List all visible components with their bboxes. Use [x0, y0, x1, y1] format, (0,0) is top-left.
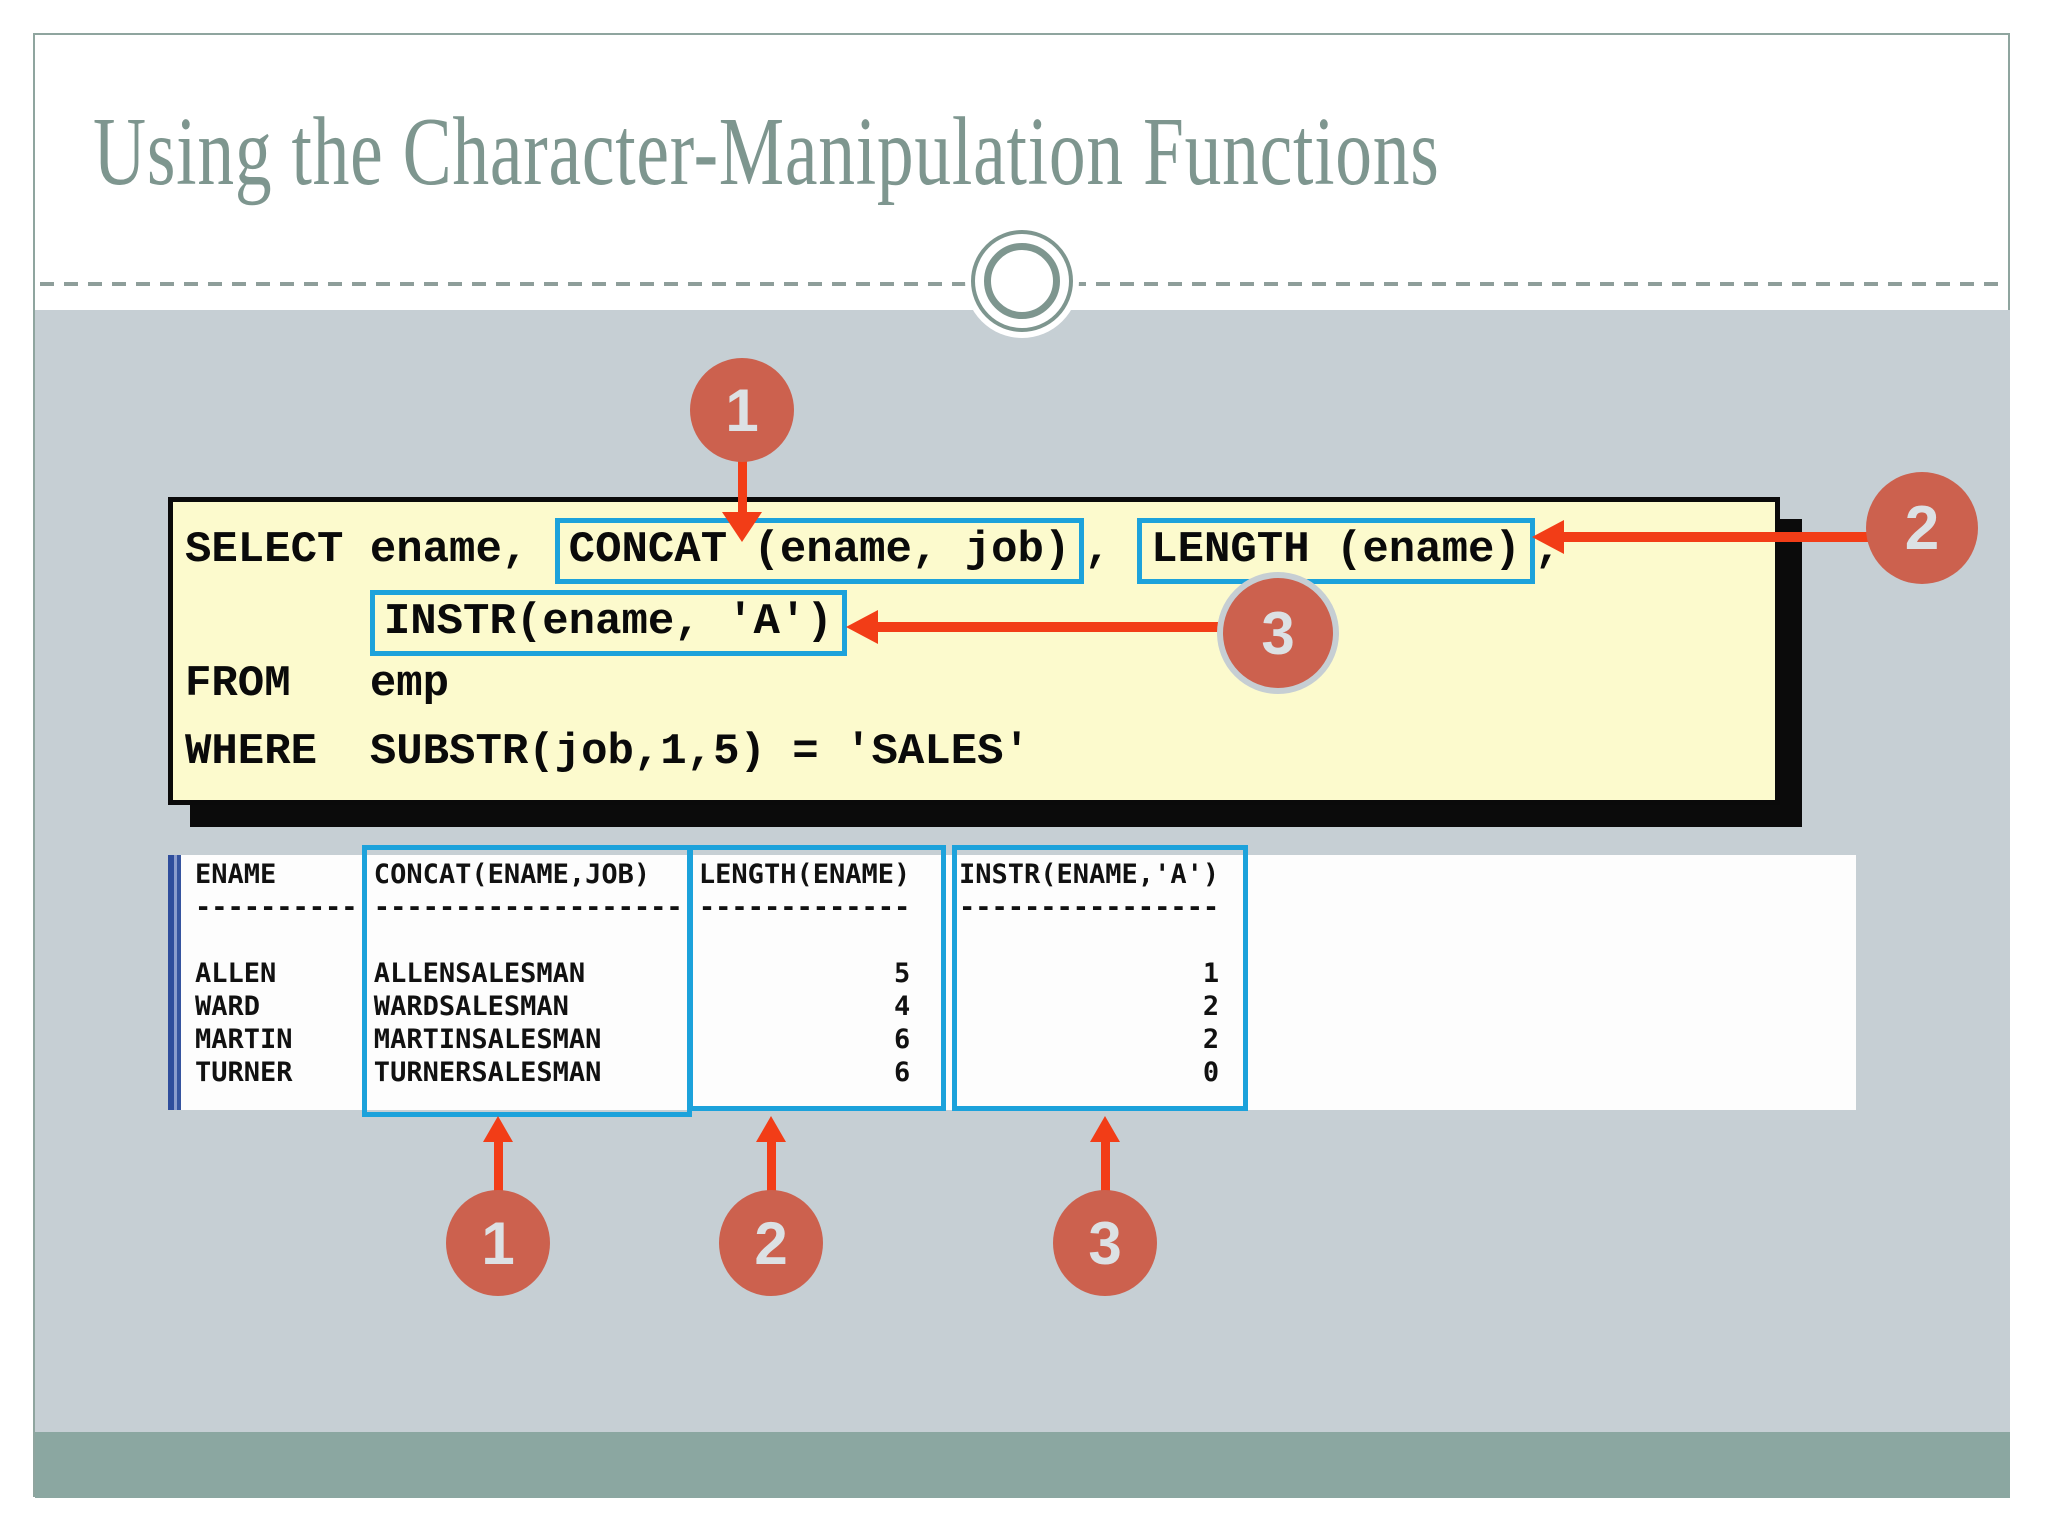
arrow-up-icon	[1090, 1116, 1120, 1142]
bottom-callout-2-arrow-shaft	[767, 1140, 776, 1192]
arrow-left-icon	[846, 610, 878, 644]
bottom-callout-1-arrow-shaft	[494, 1140, 503, 1192]
result-row-ward: WARD WARDSALESMAN 4 2	[195, 991, 1220, 1022]
arrow-up-icon	[483, 1116, 513, 1142]
sql-line-4: WHERE SUBSTR(job,1,5) = 'SALES'	[185, 727, 1030, 777]
sql-line-3: FROM emp	[185, 659, 450, 709]
result-separator-row: ---------- ------------------- ---------…	[195, 892, 1220, 923]
sql-code-box: SELECT ename, CONCAT (ename, job), LENGT…	[168, 497, 1780, 805]
sql-select-clause: SELECT ename,	[185, 525, 555, 575]
concat-column-highlight-box	[362, 845, 692, 1117]
length-column-highlight-box	[688, 845, 946, 1111]
bottom-callout-3-arrow-shaft	[1101, 1140, 1110, 1192]
length-highlight-box: LENGTH (ename)	[1137, 518, 1535, 584]
divider-circle-ornament	[965, 224, 1079, 338]
arrow-left-icon	[1532, 520, 1564, 554]
result-header-row: ENAME CONCAT(ENAME,JOB) LENGTH(ENAME) IN…	[195, 859, 1220, 890]
slide-title: Using the Character-Manipulation Functio…	[93, 98, 1440, 206]
result-row-allen: ALLEN ALLENSALESMAN 5 1	[195, 958, 1220, 989]
badge-1-top: 1	[690, 358, 794, 462]
instr-column-highlight-box	[952, 845, 1248, 1111]
badge-3-bottom: 3	[1053, 1190, 1157, 1296]
badge-2-top: 2	[1866, 472, 1978, 584]
callout-2-arrow-shaft	[1560, 532, 1868, 542]
ornament-outer-ring	[971, 230, 1073, 332]
badge-3-top: 3	[1217, 572, 1339, 694]
concat-highlight-box: CONCAT (ename, job)	[554, 518, 1085, 584]
slide-footer-bar	[35, 1432, 2010, 1498]
result-row-turner: TURNER TURNERSALESMAN 6 0	[195, 1057, 1220, 1088]
sql-line-2: INSTR(ename, 'A')	[185, 590, 847, 656]
sql-indent	[185, 597, 370, 647]
result-panel-left-stripe	[168, 855, 182, 1110]
sql-separator: ,	[1084, 525, 1138, 575]
ornament-inner-ring	[984, 243, 1060, 319]
arrow-down-icon	[722, 512, 762, 542]
badge-1-bottom: 1	[446, 1190, 550, 1296]
sql-line-1: SELECT ename, CONCAT (ename, job), LENGT…	[185, 518, 1561, 584]
query-result-text: ENAME CONCAT(ENAME,JOB) LENGTH(ENAME) IN…	[195, 858, 1219, 1089]
instr-highlight-box: INSTR(ename, 'A')	[369, 590, 847, 656]
callout-3-arrow-shaft	[874, 622, 1222, 632]
callout-1-arrow-shaft	[738, 458, 747, 516]
query-result-panel	[168, 855, 1856, 1110]
result-row-martin: MARTIN MARTINSALESMAN 6 2	[195, 1024, 1220, 1055]
badge-2-bottom: 2	[719, 1190, 823, 1296]
arrow-up-icon	[756, 1116, 786, 1142]
